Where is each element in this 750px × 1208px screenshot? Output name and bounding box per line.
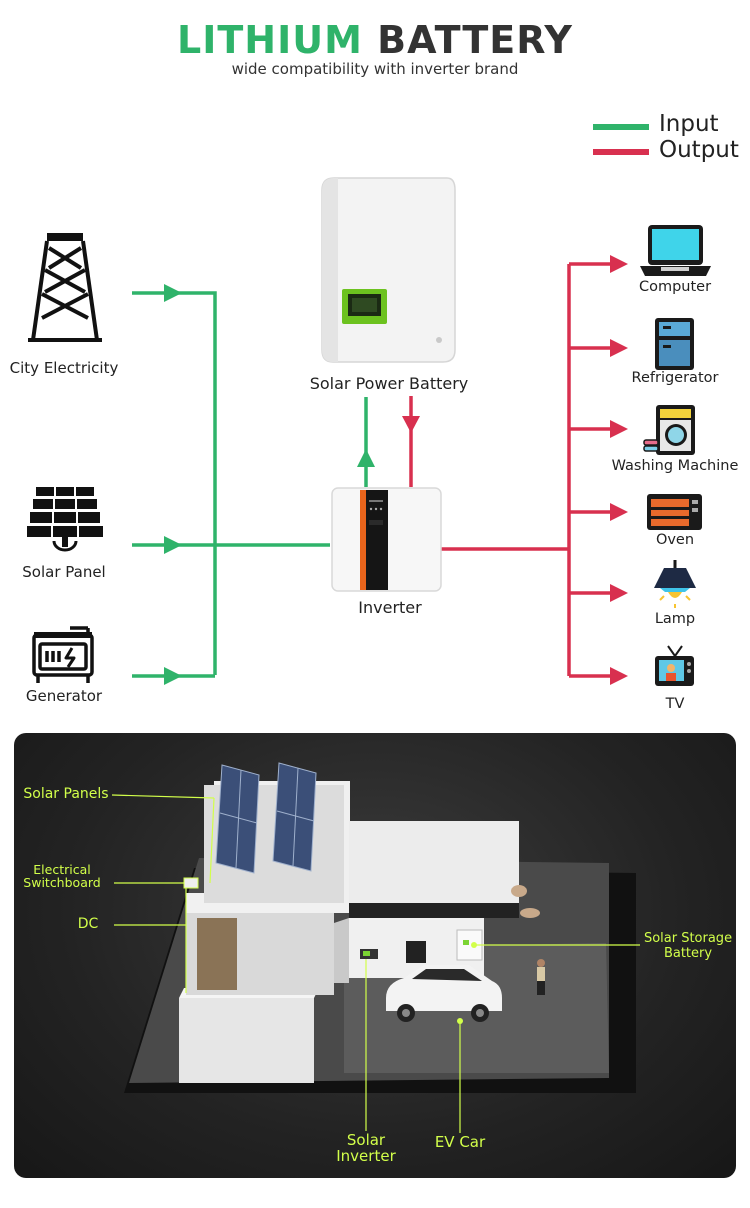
person-figure — [537, 959, 545, 995]
generator-icon — [32, 626, 94, 683]
wall-unit — [406, 941, 426, 963]
inverter-label: Inverter — [358, 598, 422, 617]
building-right-top — [349, 821, 519, 903]
page-title: LITHIUM BATTERY — [0, 18, 750, 62]
switchboard-device — [183, 877, 199, 889]
output-arrows — [402, 255, 628, 685]
inverter-image — [331, 487, 442, 592]
source-label-solar: Solar Panel — [22, 563, 106, 581]
load-label-washing-machine: Washing Machine — [611, 458, 739, 474]
computer-arrow — [610, 255, 628, 273]
load-label-oven: Oven — [655, 532, 695, 548]
patio-table — [520, 908, 540, 918]
power-tower-icon — [28, 233, 102, 342]
oven-icon — [647, 494, 702, 530]
refrigerator-icon — [655, 318, 694, 370]
oven-arrow — [610, 503, 628, 521]
roof-solar-panels — [215, 762, 317, 874]
page-subtitle: wide compatibility with inverter brand — [231, 60, 519, 78]
title-part-green: LITHIUM — [177, 18, 363, 62]
title-part-dark: BATTERY — [377, 18, 573, 62]
load-label-lamp: Lamp — [654, 611, 696, 627]
callout-dot-car — [457, 1018, 463, 1024]
tv-arrow — [610, 667, 628, 685]
refrigerator-arrow — [610, 339, 628, 357]
load-label-refrigerator: Refrigerator — [631, 370, 719, 386]
load-label-tv: TV — [665, 696, 685, 712]
solar-panel-icon — [27, 487, 103, 552]
load-label-computer: Computer — [638, 279, 712, 295]
inverter-device-screen — [363, 951, 370, 956]
tv-icon — [655, 645, 694, 686]
house-label-dc: DC — [77, 916, 99, 932]
legend-input-label: Input — [659, 111, 719, 137]
input-arrows — [164, 284, 375, 685]
output-lines — [409, 262, 612, 678]
battery-label: Solar Power Battery — [309, 374, 469, 393]
city-line — [132, 291, 217, 675]
legend-output-label: Output — [659, 137, 739, 163]
building-left-window — [197, 918, 237, 990]
solar-arrow — [164, 536, 182, 554]
building-lower-left — [179, 998, 314, 1083]
source-label-city: City Electricity — [9, 359, 119, 377]
house-illustration-panel: Solar Panels Electrical Switchboard DC S… — [14, 733, 736, 1178]
house-label-storage-line1: Solar Storage — [643, 931, 733, 946]
city-arrow — [164, 284, 182, 302]
building-right-glass — [349, 903, 519, 918]
legend-input-swatch — [593, 124, 649, 130]
house-label-switchboard-line1: Electrical — [33, 862, 91, 877]
callout-lines — [111, 794, 640, 1133]
house-label-inverter-line1: Solar — [346, 1131, 386, 1149]
building-right-base — [334, 918, 349, 983]
source-label-generator: Generator — [25, 687, 103, 705]
ev-car-image — [386, 965, 502, 1022]
battery-charge-arrow — [357, 449, 375, 467]
laptop-icon — [640, 225, 711, 276]
washer-arrow — [610, 420, 628, 438]
house-illustration — [111, 762, 640, 1133]
callout-dot-storage — [471, 942, 477, 948]
washing-machine-icon — [643, 405, 695, 455]
house-label-ev-car: EV Car — [434, 1133, 486, 1151]
flow-diagram — [27, 177, 711, 686]
patio-chair — [511, 885, 527, 897]
house-label-switchboard-line2: Switchboard — [23, 875, 101, 890]
generator-arrow — [164, 667, 182, 685]
storage-battery-screen — [463, 940, 469, 945]
callout-panel-wire — [209, 797, 215, 884]
legend-output-swatch — [593, 149, 649, 155]
lamp-icon — [654, 560, 696, 608]
house-label-storage-line2: Battery — [663, 946, 713, 961]
house-label-inverter-line2: Inverter — [336, 1147, 396, 1165]
battery-discharge-arrow — [402, 416, 420, 433]
solar-power-battery-image — [321, 177, 456, 363]
callout-solar-panels — [111, 794, 215, 799]
house-label-solar-panels: Solar Panels — [23, 786, 109, 802]
lamp-arrow — [610, 584, 628, 602]
